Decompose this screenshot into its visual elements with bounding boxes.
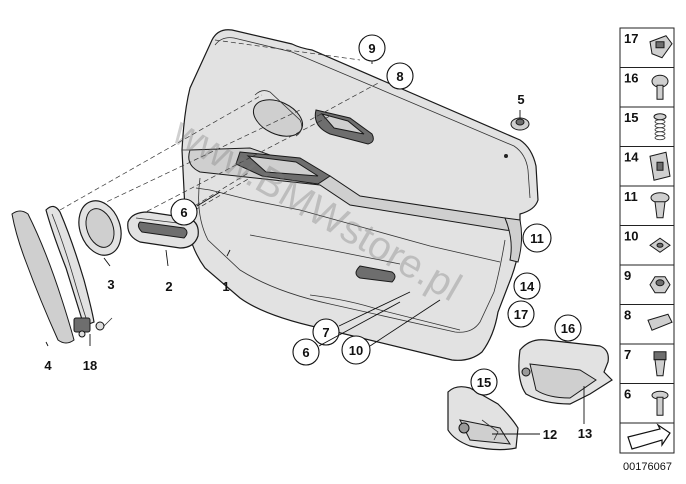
- svg-text:7: 7: [322, 325, 329, 340]
- hex-nut-icon: [649, 276, 671, 294]
- screw-icon: [651, 74, 669, 100]
- part-5-clip: [510, 117, 530, 131]
- label-1: 1: [222, 279, 229, 294]
- legend-number: 15: [624, 110, 638, 125]
- legend-number: 9: [624, 268, 631, 283]
- legend-item-10: 10: [619, 225, 675, 266]
- legend-item-9: 9: [619, 264, 675, 305]
- callout-8: 8: [386, 62, 414, 90]
- svg-text:9: 9: [368, 41, 375, 56]
- label-18: 18: [83, 358, 97, 373]
- legend-number: 16: [624, 71, 638, 86]
- callout-9: 9: [358, 34, 386, 62]
- label-5: 5: [517, 92, 524, 107]
- speaker-cover: [78, 200, 122, 256]
- label-13: 13: [578, 426, 592, 441]
- legend-item-7: 7: [619, 343, 675, 384]
- lower-bracket: [447, 386, 519, 451]
- legend-number: 14: [624, 150, 639, 165]
- legend-number: 10: [624, 229, 638, 244]
- svg-text:6: 6: [302, 345, 309, 360]
- callout-6-lower: 6: [292, 338, 320, 366]
- legend-item-16: 16: [619, 67, 675, 108]
- svg-text:10: 10: [349, 343, 363, 358]
- legend-number: 17: [624, 31, 638, 46]
- legend-item-15: 15: [619, 106, 675, 147]
- callout-10: 10: [341, 335, 371, 365]
- svg-text:11: 11: [530, 231, 544, 246]
- legend-number: 11: [624, 189, 638, 204]
- rear-bracket: [518, 339, 613, 405]
- legend-number: 8: [624, 308, 631, 323]
- label-12: 12: [543, 427, 557, 442]
- strip-clip-icon: [647, 313, 673, 331]
- expanding-rivet-icon: [650, 192, 670, 219]
- square-nut-icon: [649, 237, 671, 253]
- push-clip-icon: [653, 351, 667, 377]
- svg-text:17: 17: [514, 307, 528, 322]
- label-4: 4: [44, 358, 52, 373]
- callout-11: 11: [522, 223, 552, 253]
- legend-item-14: 14: [619, 146, 675, 187]
- direction-arrow-icon: [619, 422, 675, 454]
- clip-nut-icon: [649, 35, 673, 59]
- legend-number: 7: [624, 347, 631, 362]
- svg-text:6: 6: [180, 205, 187, 220]
- washer-screw-icon: [651, 390, 669, 416]
- callout-17: 17: [507, 300, 535, 328]
- legend-item-17: 17: [619, 27, 675, 68]
- projection-lines: [59, 39, 381, 219]
- callout-6-upper: 6: [170, 198, 198, 226]
- label-3: 3: [107, 277, 114, 292]
- label-2: 2: [165, 279, 172, 294]
- grab-handle: [45, 205, 113, 338]
- svg-text:14: 14: [520, 279, 535, 294]
- diagram-code: 00176067: [623, 461, 672, 473]
- legend-item-11: 11: [619, 185, 675, 226]
- pull-handle-cover: [11, 210, 75, 344]
- legend-number: 6: [624, 387, 631, 402]
- legend-item-6: 6: [619, 383, 675, 424]
- svg-text:8: 8: [396, 69, 403, 84]
- bracket-clip-icon: [649, 151, 671, 181]
- svg-text:15: 15: [477, 375, 491, 390]
- callout-7: 7: [312, 318, 340, 346]
- door-trim-panel: [181, 29, 539, 361]
- callout-14: 14: [513, 272, 541, 300]
- legend-item-8: 8: [619, 304, 675, 345]
- parts-legend: 17 16 15 14 11 10 9 8 7 6: [619, 27, 675, 454]
- leader-lines: [45, 61, 585, 435]
- spring-screw-icon: [653, 113, 667, 141]
- callout-15: 15: [470, 368, 498, 396]
- svg-text:16: 16: [561, 321, 575, 336]
- callout-16: 16: [554, 314, 582, 342]
